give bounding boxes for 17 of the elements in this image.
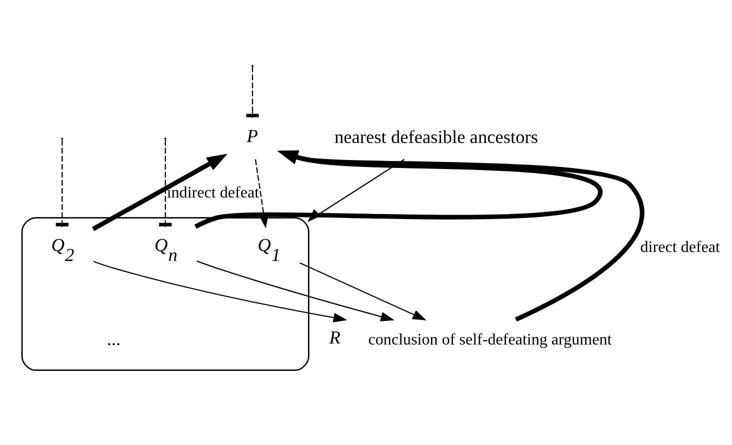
node-text: nearest defeasible ancestors xyxy=(334,127,538,147)
node-text: P xyxy=(246,126,258,146)
connector xyxy=(62,140,63,227)
arrow xyxy=(92,154,228,232)
cluster xyxy=(21,217,310,371)
arrow xyxy=(307,158,405,222)
node-label: conclusion of self-defeating argument xyxy=(368,332,612,349)
label: ... xyxy=(106,328,121,349)
connector xyxy=(164,140,166,227)
connector xyxy=(252,66,254,118)
arrow xyxy=(277,150,644,322)
arrow xyxy=(299,262,426,320)
edge-label: indirect defeat xyxy=(166,184,260,202)
edge-label: direct defeat xyxy=(640,238,720,256)
arrow xyxy=(93,260,348,322)
node-text: R xyxy=(329,328,341,348)
arrow xyxy=(196,260,394,322)
